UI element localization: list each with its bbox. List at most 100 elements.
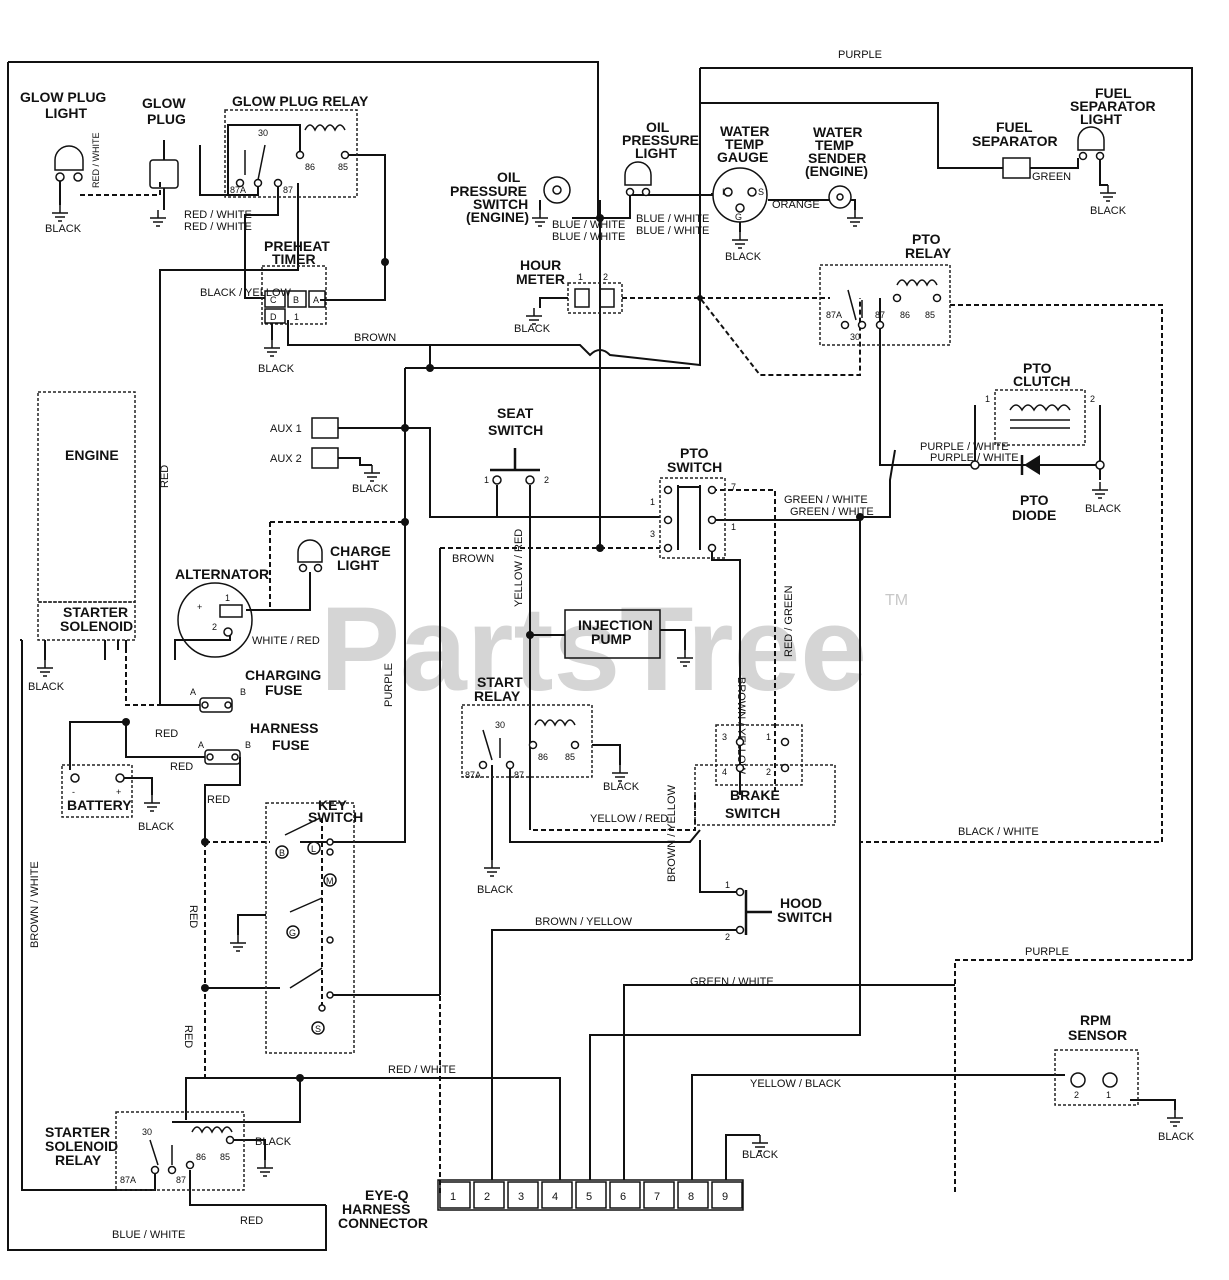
brake-switch: 3 1 4 2 BRAKE SWITCH bbox=[694, 724, 836, 826]
ssr-t87: 87 bbox=[176, 1175, 186, 1185]
hood-switch-label-1: HOOD bbox=[780, 895, 822, 911]
connector-pins bbox=[439, 1181, 743, 1209]
wire-label-brown-yellow-vert: BROWN / YELLOW bbox=[735, 677, 747, 775]
watermark-trademark: TM bbox=[885, 592, 908, 609]
starter-solenoid-label-1: STARTER bbox=[63, 604, 128, 620]
key-pos-b: B bbox=[279, 848, 285, 858]
pto-relay-t87: 87 bbox=[875, 310, 885, 320]
fuel-separator-label-2: SEPARATOR bbox=[972, 133, 1058, 149]
pto-clutch-label-2: CLUTCH bbox=[1013, 373, 1071, 389]
oil-pressure-switch-label-4: (ENGINE) bbox=[466, 209, 529, 225]
start-relay-t85: 85 bbox=[565, 752, 575, 762]
glow-plug-light-ground-label: BLACK bbox=[45, 223, 82, 235]
pto-switch-pin-7: 7 bbox=[731, 482, 736, 492]
pto-switch: 1 3 7 1 PTO SWITCH bbox=[650, 445, 736, 559]
water-temp-sender-label-4: (ENGINE) bbox=[805, 163, 868, 179]
rpm-sensor-label-1: RPM bbox=[1080, 1012, 1111, 1028]
water-temp-gauge-ground-label: BLACK bbox=[725, 251, 762, 263]
aux1-label: AUX 1 bbox=[270, 423, 302, 435]
start-relay-t87a: 87A bbox=[465, 770, 481, 780]
wire-label-brown-1: BROWN bbox=[354, 332, 396, 344]
fuel-separator: FUEL SEPARATOR bbox=[972, 119, 1058, 179]
ssr-t85: 85 bbox=[220, 1152, 230, 1162]
starter-solenoid-label-2: SOLENOID bbox=[60, 618, 133, 634]
ssr-t30: 30 bbox=[142, 1127, 152, 1137]
key-pos-m: M bbox=[326, 876, 334, 886]
pto-switch-pin-3: 3 bbox=[650, 529, 655, 539]
connector-pin-2: 2 bbox=[484, 1191, 490, 1203]
brake-pin-2: 2 bbox=[766, 767, 771, 777]
timer-pin-d: D bbox=[270, 312, 277, 322]
seat-switch-label-2: SWITCH bbox=[488, 422, 543, 438]
glow-plug-light: GLOW PLUG LIGHT BLACK bbox=[20, 89, 106, 235]
seat-switch-label-1: SEAT bbox=[497, 405, 534, 421]
hour-meter-pin-2: 2 bbox=[603, 272, 608, 282]
alternator-plus: + bbox=[197, 602, 202, 612]
wire-label-blue-white-3: BLUE / WHITE bbox=[112, 1229, 185, 1241]
eye-q-harness-connector: 1 2 3 4 5 6 7 8 9 EYE-Q HARNESS CONNECTO… bbox=[338, 1134, 779, 1231]
wire-label-purple-white: PURPLE / WHITE bbox=[920, 441, 1009, 453]
brake-pin-4: 4 bbox=[722, 767, 727, 777]
wire-label-purple-top: PURPLE bbox=[838, 49, 882, 61]
oil-pressure-light: OIL PRESSURE LIGHT bbox=[622, 119, 699, 197]
start-relay-ground-label: BLACK bbox=[603, 781, 640, 793]
oil-pressure-switch: OIL PRESSURE SWITCH (ENGINE) bbox=[450, 169, 571, 227]
gauge-pin-s: S bbox=[758, 187, 764, 197]
charging-fuse-pin-a: A bbox=[190, 687, 196, 697]
wire-label-red-3: RED bbox=[170, 761, 193, 773]
connector-pin-7: 7 bbox=[654, 1191, 660, 1203]
preheat-timer-label-2: TIMER bbox=[272, 251, 316, 267]
harness-fuse-pin-a: A bbox=[198, 740, 204, 750]
wire-label-red-green-vert: RED / GREEN bbox=[783, 585, 795, 657]
timer-pin-c: C bbox=[270, 295, 277, 305]
engine: ENGINE STARTER SOLENOID BLACK bbox=[28, 391, 136, 693]
wire-label-blue-white-1b: BLUE / WHITE bbox=[552, 231, 625, 243]
wire-label-blue-white-2: BLUE / WHITE bbox=[636, 213, 709, 225]
alternator-label: ALTERNATOR bbox=[175, 566, 269, 582]
aux-ground-label: BLACK bbox=[352, 483, 389, 495]
brake-pin-3: 3 bbox=[722, 732, 727, 742]
gauge-pin-g: G bbox=[735, 212, 742, 222]
pto-clutch-pin-1: 1 bbox=[985, 394, 990, 404]
engine-label: ENGINE bbox=[65, 447, 119, 463]
hour-meter-pin-1: 1 bbox=[578, 272, 583, 282]
start-relay-label-2: RELAY bbox=[474, 688, 521, 704]
start-relay-t86: 86 bbox=[538, 752, 548, 762]
wire-label-yellow-red-vert: YELLOW / RED bbox=[513, 529, 525, 607]
harness-fuse-label-1: HARNESS bbox=[250, 720, 318, 736]
ssr-t86: 86 bbox=[196, 1152, 206, 1162]
connector-pin-5: 5 bbox=[586, 1191, 592, 1203]
start-relay-t87: 87 bbox=[514, 770, 524, 780]
wire-label-blue-white-1: BLUE / WHITE bbox=[552, 219, 625, 231]
pto-diode-label-1: PTO bbox=[1020, 492, 1049, 508]
pto-switch-pin-1: 1 bbox=[650, 497, 655, 507]
hood-pin-1: 1 bbox=[725, 880, 730, 890]
glow-relay-t87a: 87A bbox=[230, 185, 246, 195]
charging-fuse: A B CHARGING FUSE bbox=[190, 667, 321, 713]
battery-ground-label: BLACK bbox=[138, 821, 175, 833]
fuel-separator-light-label-2: SEPARATOR bbox=[1070, 98, 1156, 114]
fuel-separator-light: FUEL SEPARATOR LIGHT BLACK bbox=[1070, 85, 1156, 217]
wire-label-purple-2: PURPLE bbox=[1025, 946, 1069, 958]
connector-pin-6: 6 bbox=[620, 1191, 626, 1203]
charging-fuse-pin-b: B bbox=[240, 687, 246, 697]
wire-label-brown-2: BROWN bbox=[452, 553, 494, 565]
rpm-pin-1: 1 bbox=[1106, 1090, 1111, 1100]
seat-switch-pin-1: 1 bbox=[484, 475, 489, 485]
pto-relay-t85: 85 bbox=[925, 310, 935, 320]
oil-pressure-light-label-1: OIL bbox=[646, 119, 670, 135]
rpm-pin-2: 2 bbox=[1074, 1090, 1079, 1100]
wire-label-red-white-3: RED / WHITE bbox=[388, 1064, 456, 1076]
key-pos-l: L bbox=[311, 844, 316, 854]
glow-plug: GLOW PLUG bbox=[142, 95, 186, 227]
wire-label-purple-white-b: PURPLE / WHITE bbox=[930, 452, 1019, 464]
wire-label-red-white-2: RED / WHITE bbox=[184, 209, 252, 221]
water-temp-gauge-label-3: GAUGE bbox=[717, 149, 768, 165]
glow-plug-label-2: PLUG bbox=[147, 111, 186, 127]
pto-diode: PTO DIODE BLACK bbox=[970, 455, 1122, 523]
alternator-pin-1: 1 bbox=[225, 593, 230, 603]
gauge-pin-i: I bbox=[722, 187, 725, 197]
pto-relay-t30: 30 bbox=[850, 332, 860, 342]
eye-q-label-1: EYE-Q bbox=[365, 1187, 409, 1203]
